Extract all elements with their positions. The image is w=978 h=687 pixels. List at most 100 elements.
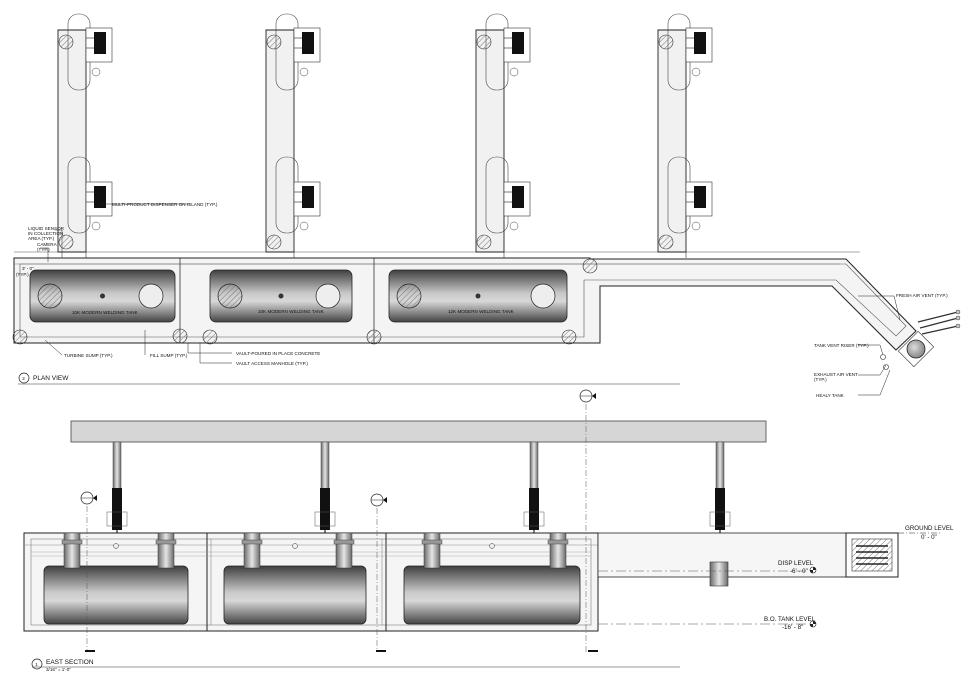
- fill-sump-icon: [138, 283, 164, 309]
- plan-tank-2: [209, 269, 353, 323]
- label-vault-concrete: VAULT-POURED IN PLACE CONCRETE: [236, 351, 320, 356]
- island-1: [57, 13, 113, 258]
- label-dispenser: MULTI-PRODUCT DISPENSER ON ISLAND (TYP.): [112, 202, 218, 207]
- sump-top: [658, 34, 674, 50]
- section-tanks: [43, 532, 581, 625]
- sump-bottom: [266, 234, 282, 250]
- island-slab: [657, 29, 687, 253]
- tank-sump-riser: [63, 532, 81, 569]
- plan-leaders: [40, 203, 901, 396]
- column-3: [523, 441, 545, 545]
- level-ground-value: 0' - 0": [921, 534, 937, 541]
- label-camera-1: CAMERA: [37, 242, 58, 247]
- dispenser-base: [106, 511, 128, 527]
- column-4: [709, 441, 731, 545]
- dispenser: [512, 32, 524, 54]
- sump-top: [266, 34, 282, 50]
- level-ground-label: GROUND LEVEL: [905, 525, 954, 532]
- tank-sump-flange: [333, 539, 355, 545]
- section-scale: 3/16" = 1'-0": [46, 667, 71, 672]
- label-turbine-sump: TURBINE SUMP (TYP.): [64, 353, 113, 358]
- cut-marker-3: [579, 389, 596, 652]
- column-post: [112, 441, 122, 491]
- tank-sump-flange: [421, 539, 443, 545]
- turbine-sump-icon: [37, 283, 63, 309]
- label-liquid-sensor-2: IN COLLECTION: [28, 231, 63, 236]
- dispenser: [302, 186, 314, 208]
- sump-top: [476, 34, 492, 50]
- tank-sump-flange: [241, 539, 263, 545]
- sump-top: [58, 34, 74, 50]
- label-fill-sump: FILL SUMP (TYP.): [150, 353, 188, 358]
- section-dispenser: [112, 488, 122, 530]
- plan-tanks: [12, 258, 598, 345]
- level-ground: GROUND LEVEL 0' - 0": [898, 525, 954, 541]
- label-tank-a: 10K MODERN WELDING TANK: [72, 310, 139, 315]
- fill-sump-icon: [315, 283, 341, 309]
- label-exhaust-vent-1: EXHAUST AIR VENT: [814, 372, 858, 377]
- section-tank-body: [43, 565, 189, 625]
- dispenser-base: [709, 511, 731, 527]
- vault-manhole-icon-5: [561, 329, 577, 345]
- section-dispenser: [529, 488, 539, 530]
- vault-manhole-icon-1: [12, 329, 28, 345]
- island-4: [657, 13, 713, 258]
- bollard-icon: [509, 67, 519, 77]
- section-tank-2: [223, 532, 367, 625]
- vault-manhole-icon-4: [366, 329, 382, 345]
- dispenser-base: [314, 511, 336, 527]
- label-liquid-sensor-1: LIQUID SENSOR: [28, 226, 65, 231]
- dispenser: [94, 32, 106, 54]
- dispenser: [512, 186, 524, 208]
- bollard-icon: [299, 221, 309, 231]
- label-tank-vent-riser: TANK VENT RISER (TYP.): [814, 343, 869, 348]
- section-title-number: 1: [35, 662, 38, 667]
- dispenser: [302, 32, 314, 54]
- section-tank-1: [43, 532, 189, 625]
- tank-port-icon: [278, 293, 284, 299]
- section-tank-body: [403, 565, 581, 625]
- tank-sump-riser: [549, 532, 567, 569]
- fill-sump-icon: [530, 283, 556, 309]
- canopy: [70, 420, 767, 443]
- label-fresh-air-vent: FRESH AIR VENT (TYP.): [896, 293, 948, 298]
- section-title-block: 1 EAST SECTION 3/16" = 1'-0": [31, 658, 680, 672]
- cut-marker-1: [80, 491, 97, 650]
- dispenser-islands: [57, 13, 713, 258]
- turbine-sump-icon: [217, 283, 243, 309]
- bollard-icon: [691, 67, 701, 77]
- label-exhaust-vent-2: (TYP.): [814, 377, 827, 382]
- column-post: [320, 441, 330, 491]
- plan-tank-1: [29, 269, 176, 323]
- bollard-icon: [299, 67, 309, 77]
- tank-sump-flange: [155, 539, 177, 545]
- label-camera-2: (TYP.): [37, 247, 50, 252]
- level-bo-tank-value: -16' - 8": [782, 624, 803, 631]
- column-1: [106, 441, 128, 545]
- section-cut-markers: [80, 389, 596, 652]
- label-healy-tank: HEALY TANK: [816, 393, 845, 398]
- level-disp-label: DISP LEVEL: [778, 560, 814, 567]
- section-dispenser: [715, 488, 725, 530]
- plan-tank-3: [388, 269, 568, 323]
- column-post: [715, 441, 725, 491]
- label-tank-b: 10K MODERN WELDING TANK: [258, 309, 325, 314]
- level-bo-tank-label: B.O. TANK LEVEL: [764, 616, 816, 623]
- label-liquid-sensor-3: AREA (TYP.): [28, 236, 55, 241]
- cut-marker-2: [370, 493, 387, 652]
- level-disp: DISP LEVEL -6' - 0": [598, 560, 817, 575]
- plan-title-block: 2 PLAN VIEW: [18, 372, 680, 385]
- bollard-icon: [509, 221, 519, 231]
- label-dim-1: 3' - 0": [22, 266, 34, 271]
- column-post: [529, 441, 539, 491]
- vault-manhole-icon-3: [202, 329, 218, 345]
- cut-arrow-icon: [592, 393, 596, 399]
- tank-port-icon: [100, 293, 105, 299]
- dispenser-base: [523, 511, 545, 527]
- island-2: [265, 13, 321, 258]
- dispenser: [694, 32, 706, 54]
- section-tank-body: [223, 565, 367, 625]
- cut-arrow-icon: [93, 495, 97, 501]
- bollard-icon: [91, 67, 101, 77]
